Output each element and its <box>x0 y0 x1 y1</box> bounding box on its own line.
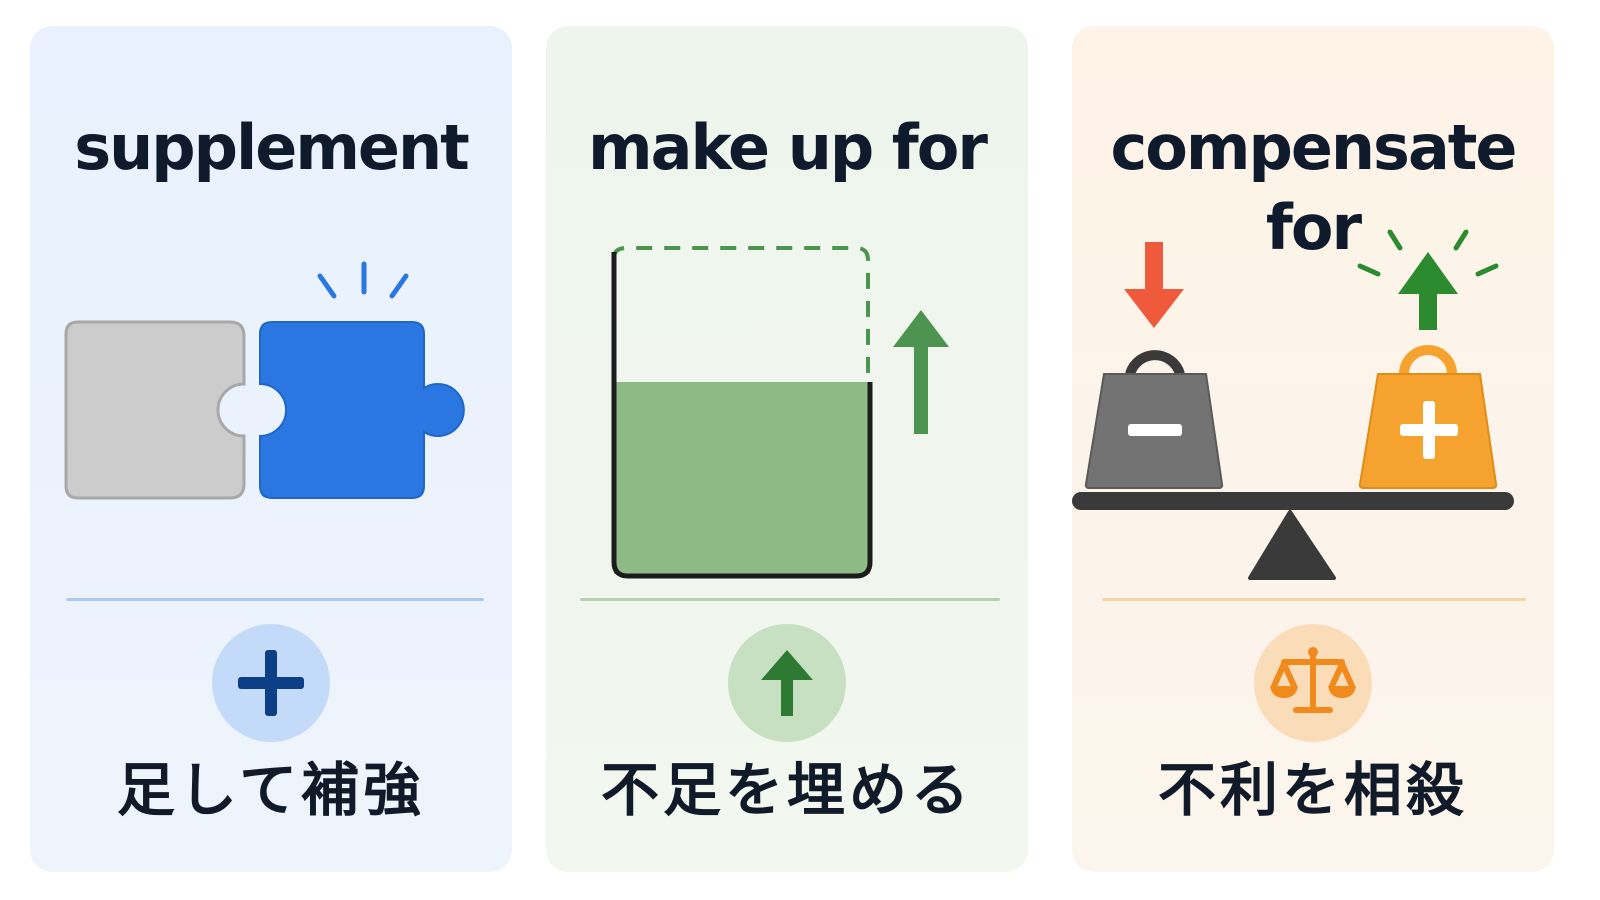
card-title: make up for <box>588 111 988 184</box>
badge <box>212 624 330 742</box>
badge <box>1254 624 1372 742</box>
container-walls <box>611 252 873 579</box>
card-title: supplement <box>74 111 470 184</box>
divider <box>580 598 1000 601</box>
puzzle-pieces-icon <box>64 261 465 500</box>
card-make-up-for: make up for 不足を埋める <box>546 26 1028 872</box>
sparkle-lines <box>1357 229 1499 277</box>
card-meaning: 不利を相殺 <box>1157 756 1468 824</box>
card-title: compensate for <box>1110 111 1518 264</box>
gray-puzzle-piece <box>64 320 246 500</box>
burst-lines <box>317 261 409 299</box>
card-compensate-for: compensate for <box>1072 26 1554 872</box>
card-meaning: 不足を埋める <box>600 756 973 824</box>
weight-handle <box>1399 345 1457 375</box>
plus-icon <box>238 650 304 716</box>
card-meaning: 足して補強 <box>116 756 426 824</box>
seesaw-beam <box>1072 492 1514 510</box>
liquid-fill <box>614 382 870 574</box>
divider <box>1102 598 1526 601</box>
divider <box>66 598 484 601</box>
balance-seesaw-weights-icon <box>1072 229 1514 580</box>
partially-filled-container-icon <box>611 246 949 579</box>
down-arrow <box>1124 242 1184 328</box>
weight-handle <box>1125 350 1185 376</box>
badge <box>728 624 846 742</box>
scales-icon <box>1270 647 1356 713</box>
card-supplement: supplement 足して補強 <box>30 26 512 872</box>
blue-puzzle-piece <box>259 321 465 499</box>
fulcrum <box>1248 510 1336 580</box>
up-arrow <box>1398 252 1458 330</box>
arrow-up-icon <box>761 650 813 716</box>
dashed-full-level <box>612 246 870 382</box>
up-arrow <box>893 310 949 434</box>
